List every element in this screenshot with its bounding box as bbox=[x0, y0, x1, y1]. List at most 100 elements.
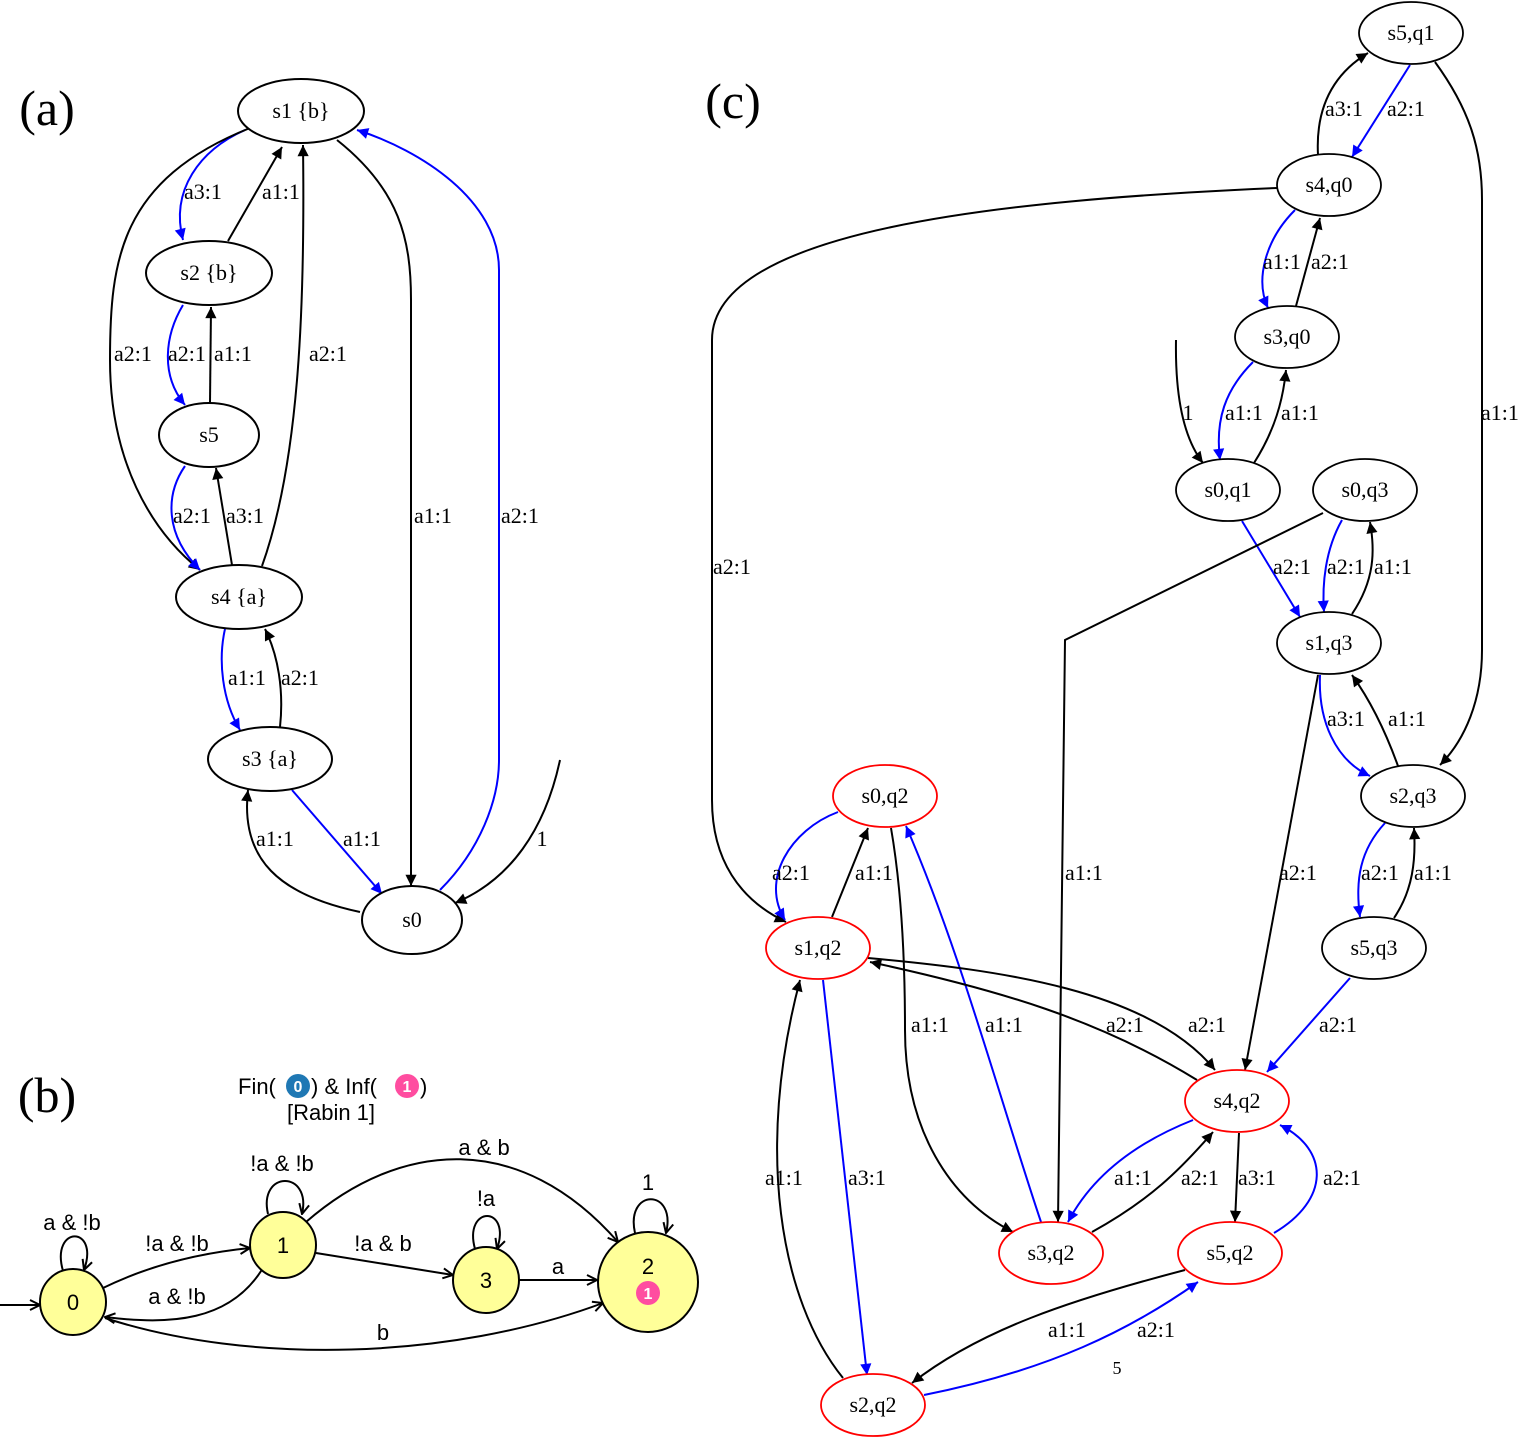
edge-s1q2-to-s2q2: a3:1 bbox=[822, 979, 886, 1376]
transition-1-to-0: a & !b bbox=[105, 1267, 264, 1320]
end-text: ) bbox=[420, 1074, 427, 1099]
edge-line bbox=[1241, 520, 1301, 618]
edge-s5q2-to-s2q2: a1:1 bbox=[911, 1269, 1186, 1384]
edge-s5-to-s4: a2:1 bbox=[170, 465, 211, 571]
transition-1-to-2: a & b bbox=[305, 1135, 618, 1242]
state-s5: s5 bbox=[158, 402, 260, 468]
edge-line bbox=[1174, 339, 1204, 464]
edge-s0-to-s3: a1:1 bbox=[241, 789, 361, 913]
state-shape bbox=[765, 916, 871, 980]
edge-s0q2-to-s3q2: a1:1 bbox=[890, 827, 1014, 1233]
edge-label: a1:1 bbox=[343, 826, 381, 851]
state-circle bbox=[452, 1246, 520, 1314]
state-label: s1 {b} bbox=[272, 98, 329, 123]
accepting-mark-badge bbox=[636, 1281, 660, 1305]
edge-s4q2-to-s3q2: a1:1 bbox=[1067, 1119, 1194, 1223]
edge-line bbox=[822, 979, 872, 1376]
state-label: s3,q0 bbox=[1263, 324, 1310, 349]
edge-line bbox=[264, 628, 283, 728]
edge-line bbox=[905, 825, 1042, 1223]
transition-line bbox=[315, 1252, 453, 1275]
state-shape bbox=[1234, 305, 1340, 369]
panel-b-rabin-automaton: (b) Fin( 0 ) & Inf( 1 ) [Rabin 1] a & !b… bbox=[0, 1067, 699, 1351]
state-label: s3,q2 bbox=[1027, 1240, 1074, 1265]
edge-label: a2:1 bbox=[168, 341, 206, 366]
fin-text: Fin( bbox=[238, 1074, 277, 1099]
edge-line bbox=[1351, 521, 1378, 615]
product-state-s0q3: s0,q3 bbox=[1312, 458, 1418, 522]
edge-label: 1 bbox=[1183, 400, 1194, 425]
edge-s5q1-to-s4q0: a2:1 bbox=[1351, 64, 1425, 158]
state-shape bbox=[1184, 1069, 1290, 1133]
edge-s0q3-to-s1q3: a2:1 bbox=[1317, 519, 1365, 613]
edge-s5q3-to-s2q3: a1:1 bbox=[1393, 827, 1452, 919]
state-shape bbox=[1360, 764, 1466, 828]
edge-line bbox=[923, 1281, 1199, 1396]
edge-s4q0-to-s5q1: a3:1 bbox=[1316, 52, 1369, 156]
state-s0: s0 bbox=[361, 885, 463, 955]
product-state-s0q2: s0,q2 bbox=[832, 764, 938, 828]
edge-label: 1 bbox=[537, 826, 548, 851]
transition-line bbox=[632, 1198, 668, 1233]
edge-label: a3:1 bbox=[226, 503, 264, 528]
state-label: s0,q2 bbox=[861, 783, 908, 808]
edge-label: a2:1 bbox=[1106, 1012, 1144, 1037]
state-label: s2 {b} bbox=[180, 260, 237, 285]
state-shape bbox=[1358, 1, 1464, 65]
product-state-s4q2: s4,q2 bbox=[1184, 1069, 1290, 1133]
state-s4: s4 {a} bbox=[175, 564, 303, 630]
state-label: s2,q2 bbox=[849, 1392, 896, 1417]
edge-line bbox=[1351, 674, 1399, 767]
transition-line bbox=[265, 1180, 303, 1214]
edge-label: a1:1 bbox=[1481, 400, 1519, 425]
state-label: s0,q1 bbox=[1204, 477, 1251, 502]
state-shape bbox=[145, 240, 273, 306]
edge-init-to-s0q1: 1 bbox=[1174, 339, 1204, 464]
state-label: s5,q2 bbox=[1206, 1240, 1253, 1265]
transition-label: a & !b bbox=[43, 1210, 100, 1235]
edge-label: a1:1 bbox=[414, 503, 452, 528]
edge-line bbox=[356, 128, 500, 891]
edge-line bbox=[205, 306, 217, 404]
transition-line bbox=[102, 1248, 250, 1289]
transition-label: a & !b bbox=[148, 1284, 205, 1309]
edge-line bbox=[166, 304, 186, 406]
edge-line bbox=[1318, 674, 1371, 777]
transition-2-to-2: 1 bbox=[632, 1170, 668, 1233]
edge-label: a3:1 bbox=[1327, 706, 1365, 731]
edge-s3q0-to-s0q1: a1:1 bbox=[1213, 361, 1263, 461]
state-label: s2,q3 bbox=[1389, 783, 1436, 808]
edge-line bbox=[1052, 512, 1324, 1223]
product-state-s0q1: s0,q1 bbox=[1175, 458, 1281, 522]
edge-label: a1:1 bbox=[911, 1012, 949, 1037]
edge-s4-to-s5: a3:1 bbox=[212, 467, 264, 566]
product-state-s3q2: s3,q2 bbox=[998, 1221, 1104, 1285]
state-s2: s2 {b} bbox=[145, 240, 273, 306]
edge-s4q2-to-s1q2: a2:1 bbox=[869, 958, 1198, 1081]
fin-set-number: 0 bbox=[294, 1079, 303, 1096]
edge-label: a1:1 bbox=[1114, 1165, 1152, 1190]
edge-s1-to-s2: a3:1 bbox=[174, 129, 246, 241]
edge-label: a1:1 bbox=[855, 860, 893, 885]
state-shape bbox=[1175, 458, 1281, 522]
edge-label: a3:1 bbox=[1325, 96, 1363, 121]
transition-label: !a & b bbox=[354, 1231, 411, 1256]
state-label: s5,q3 bbox=[1350, 935, 1397, 960]
state-shape bbox=[1312, 458, 1418, 522]
automaton-state-2: 21 bbox=[597, 1231, 699, 1333]
transition-label: 1 bbox=[642, 1170, 654, 1195]
edge-s3-to-s4: a2:1 bbox=[264, 628, 319, 728]
state-shape bbox=[158, 402, 260, 468]
panel-a-label: (a) bbox=[19, 80, 75, 136]
edge-label: a2:1 bbox=[1319, 1012, 1357, 1037]
edge-line bbox=[911, 1269, 1186, 1384]
fin-set-badge bbox=[286, 1074, 310, 1098]
state-shape bbox=[207, 726, 333, 792]
product-state-s4q0: s4,q0 bbox=[1276, 153, 1382, 217]
state-label: s0,q3 bbox=[1341, 477, 1388, 502]
edge-line bbox=[1351, 64, 1411, 158]
state-label: s5,q1 bbox=[1387, 20, 1434, 45]
edge-label: a1:1 bbox=[214, 341, 252, 366]
